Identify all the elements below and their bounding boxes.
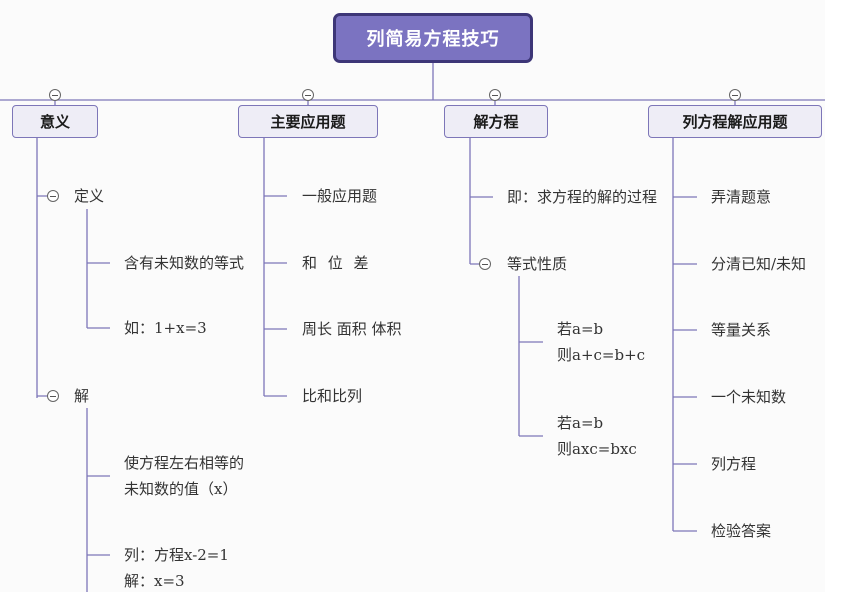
root-topic[interactable]: 列简易方程技巧 (333, 13, 533, 63)
leaf-topic[interactable]: 弄清题意 (711, 188, 772, 206)
leaf-topic[interactable]: 分清已知/未知 (711, 255, 807, 273)
collapse-toggle-icon[interactable] (489, 89, 501, 101)
leaf-topic[interactable]: 列：方程x-2=1 解：x=3 (124, 546, 229, 590)
collapse-toggle-icon[interactable] (479, 258, 491, 270)
leaf-topic[interactable]: 含有未知数的等式 (124, 254, 245, 272)
topic-solve-equation[interactable]: 解方程 (444, 105, 548, 138)
leaf-topic[interactable]: 检验答案 (711, 522, 772, 540)
leaf-topic[interactable]: 周长 面积 体积 (302, 320, 402, 338)
leaf-topic[interactable]: 等量关系 (711, 321, 772, 339)
collapse-toggle-icon[interactable] (302, 89, 314, 101)
leaf-topic[interactable]: 使方程左右相等的 未知数的值（x） (124, 454, 245, 498)
leaf-topic[interactable]: 比和比列 (302, 387, 363, 405)
leaf-topic[interactable]: 如：1+x=3 (124, 319, 207, 337)
leaf-topic[interactable]: 若a=b 则axc=bxc (557, 414, 637, 458)
leaf-topic[interactable]: 若a=b 则a+c=b+c (557, 320, 646, 364)
leaf-topic[interactable]: 列方程 (711, 455, 757, 473)
canvas-edge (825, 0, 845, 592)
topic-word-problems[interactable]: 列方程解应用题 (648, 105, 822, 138)
leaf-topic[interactable]: 和 位 差 (302, 254, 369, 272)
subtopic-definition[interactable]: 定义 (74, 187, 105, 205)
topic-applications[interactable]: 主要应用题 (238, 105, 378, 138)
leaf-topic[interactable]: 即：求方程的解的过程 (507, 188, 658, 206)
topic-meaning[interactable]: 意义 (12, 105, 98, 138)
collapse-toggle-icon[interactable] (49, 89, 61, 101)
collapse-toggle-icon[interactable] (47, 390, 59, 402)
collapse-toggle-icon[interactable] (729, 89, 741, 101)
subtopic-equation-property[interactable]: 等式性质 (507, 255, 568, 273)
leaf-topic[interactable]: 一个未知数 (711, 388, 787, 406)
leaf-topic[interactable]: 一般应用题 (302, 187, 378, 205)
subtopic-solution[interactable]: 解 (74, 387, 90, 405)
collapse-toggle-icon[interactable] (47, 190, 59, 202)
